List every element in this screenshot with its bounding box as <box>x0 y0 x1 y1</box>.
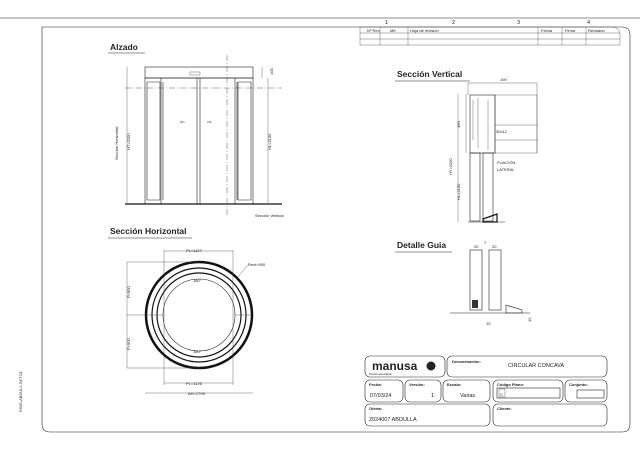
view-title: Detalle Guia <box>397 240 446 250</box>
codigo-value: C <box>500 392 503 397</box>
drawing-frame <box>41 26 631 433</box>
svg-text:⇨: ⇨ <box>207 120 212 126</box>
brand-tagline: Puertas automáticas <box>369 373 393 376</box>
note-label: LATERAL <box>497 167 515 172</box>
grid-number: 1 <box>385 20 388 26</box>
title-block: manusa Puertas automáticas Denominación:… <box>364 355 608 427</box>
grid-number: 3 <box>517 20 520 26</box>
codigo-plano-field <box>496 387 561 399</box>
side-code: DWG-ABDULL.SKT.01 <box>18 371 23 412</box>
grid-number: 2 <box>452 20 455 26</box>
field-label: Cliente: <box>497 406 512 411</box>
dim-label: HL=2100 <box>456 183 461 200</box>
rev-header: Nº Rev <box>367 28 380 33</box>
svg-text:⇦: ⇦ <box>180 120 185 126</box>
dim-label: 190 <box>500 77 507 82</box>
rev-header: Mtf <box>390 28 396 33</box>
view-title: Alzado <box>110 42 138 52</box>
dim-label: HT=2200 <box>448 158 453 175</box>
dim-label: 20 <box>492 244 497 249</box>
version-value: 1 <box>431 393 434 399</box>
oferta-value: 2024007 ABDULLA <box>369 417 417 423</box>
dim-label: PL=1127 <box>186 248 203 253</box>
field-label: Versión: <box>409 382 425 387</box>
fecha-value: 07/03/24 <box>370 393 391 399</box>
rev-header: Fecha <box>541 28 553 33</box>
brand-logo-icon <box>426 361 436 371</box>
field-label: Denominación: <box>452 359 481 364</box>
brand-logo: manusa <box>372 359 418 373</box>
field-label: Conjunto: <box>569 382 588 387</box>
dim-label: HT=2200 <box>126 133 131 150</box>
field-label: Oferta: <box>369 406 382 411</box>
field-label: Código Plano: <box>497 382 524 387</box>
dim-label: HL=2100 <box>267 133 272 150</box>
field-label: Escala: <box>447 382 461 387</box>
revision-table: Nº Rev Mtf Hoja de revisión Fecha Firma … <box>359 26 621 46</box>
seccion-horizontal-view: Sección Horizontal PL=1127 PL=1126 Rext=… <box>108 226 266 396</box>
dim-label: PL=1126 <box>186 381 203 386</box>
dim-label: 20 <box>474 244 479 249</box>
note-label: FIJACIÓN <box>497 160 515 165</box>
detalle-guia-view: Detalle Guia 20 7 20 10 10 <box>395 240 532 326</box>
escala-value: Varias <box>460 393 475 399</box>
dim-label: P=900 <box>126 338 131 350</box>
dim-label: Rext=900 <box>248 262 266 267</box>
conjunto-field <box>576 389 605 399</box>
dim-label: 180° <box>193 278 202 283</box>
dim-label: 10 <box>527 317 532 322</box>
view-title: Sección Horizontal <box>110 226 187 236</box>
grid-numbers: 1 2 3 4 <box>385 20 590 26</box>
rev-header: Revisado <box>588 28 605 33</box>
alzado-view: Alzado ⇦ ⇨ HT=2200 HL=2100 100 Sección Ho… <box>108 42 284 218</box>
view-title: Sección Vertical <box>397 69 462 79</box>
dim-label: 100 <box>269 68 274 75</box>
dim-label: 10 <box>486 321 491 326</box>
seccion-vertical-view: Sección Vertical 190 160 HT=2200 HL=2100… <box>395 69 538 223</box>
section-marker-label: Sección Horizontal <box>114 127 119 160</box>
dim-label: P=900 <box>126 286 131 298</box>
dim-label: 30x12 <box>496 129 508 134</box>
section-marker-label: Sección Vertical <box>255 213 284 218</box>
dim-label: 160 <box>456 121 461 128</box>
rev-header: Firma <box>565 28 576 33</box>
field-label: Fecha: <box>369 382 382 387</box>
dim-label: 180° <box>193 349 202 354</box>
dim-label: AH=1799 <box>188 391 206 396</box>
grid-number: 4 <box>587 20 590 26</box>
denominacion-value: CIRCULAR CONCAVA <box>508 363 564 369</box>
dim-label: 7 <box>484 240 487 245</box>
rev-header: Hoja de revisión <box>410 28 439 33</box>
